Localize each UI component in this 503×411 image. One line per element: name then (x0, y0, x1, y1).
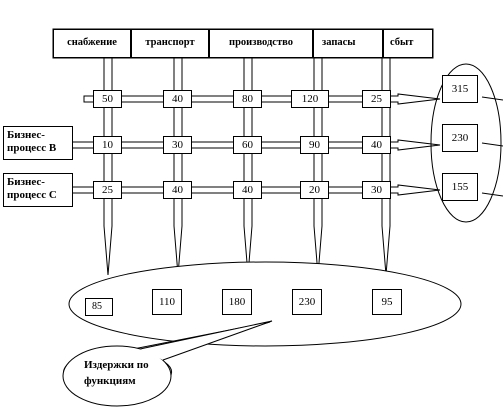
row-arrow-3 (73, 184, 441, 196)
process-label-c: Бизнес-процесс C (3, 173, 73, 207)
matrix-cell-1-2: 40 (163, 90, 192, 108)
process-total-2: 230 (442, 124, 478, 152)
matrix-cell-2-2: 30 (163, 136, 192, 154)
column-arrow-1 (103, 58, 113, 276)
process-total-3: 155 (442, 173, 478, 201)
matrix-cell-2-4: 90 (300, 136, 329, 154)
header-sales: сбыт (383, 29, 433, 58)
matrix-cell-1-5: 25 (362, 90, 391, 108)
row-arrows (73, 93, 441, 196)
matrix-cell-1-3: 80 (233, 90, 262, 108)
matrix-cell-3-5: 30 (362, 181, 391, 199)
process-label-b: Бизнес-процесс B (3, 126, 73, 160)
header-supply: снабжение (53, 29, 131, 58)
function-total-sales: 95 (372, 289, 402, 315)
matrix-cell-3-3: 40 (233, 181, 262, 199)
function-totals-ellipse (68, 261, 462, 347)
header-production: производство (209, 29, 313, 58)
matrix-cell-2-3: 60 (233, 136, 262, 154)
row-arrow-1 (83, 93, 441, 105)
header-stock: запасы (313, 29, 383, 58)
function-total-production: 180 (222, 289, 252, 315)
header-transport: транспорт (131, 29, 209, 58)
callout-label: Издержки по функциям (84, 359, 149, 387)
matrix-cell-3-2: 40 (163, 181, 192, 199)
matrix-cell-1-1: 50 (93, 90, 122, 108)
callout-pointer (139, 320, 273, 361)
matrix-cell-3-4: 20 (300, 181, 329, 199)
process-total-1: 315 (442, 75, 478, 103)
function-total-stock: 230 (292, 289, 322, 315)
totals-tail-2 (481, 142, 503, 147)
row-arrow-2 (73, 139, 441, 151)
matrix-cell-1-4: 120 (291, 90, 329, 108)
matrix-cell-2-1: 10 (93, 136, 122, 154)
totals-ellipse (430, 63, 502, 223)
totals-tail-3 (481, 192, 503, 197)
callout-ellipse (62, 345, 172, 407)
function-total-transport: 110 (152, 289, 182, 315)
function-total-supply: 85 (85, 298, 113, 316)
totals-tail-1 (481, 96, 503, 101)
matrix-cell-3-1: 25 (93, 181, 122, 199)
matrix-cell-2-5: 40 (362, 136, 391, 154)
